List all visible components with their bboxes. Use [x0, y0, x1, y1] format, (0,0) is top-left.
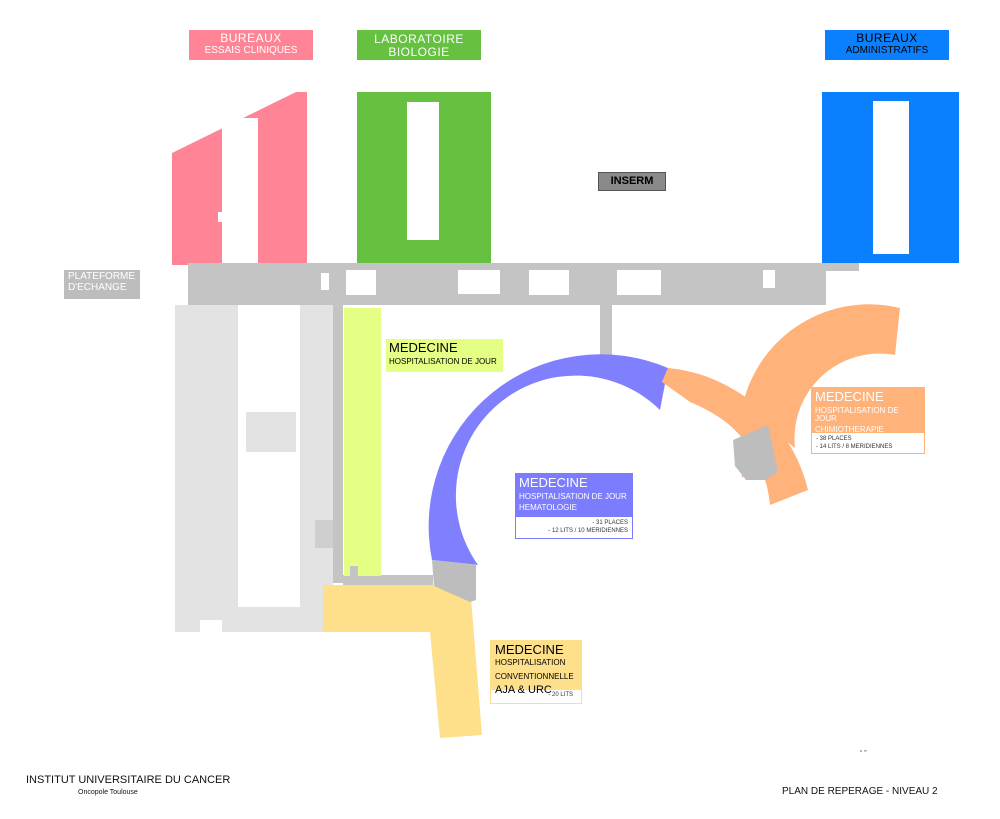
med-conv-zone	[323, 585, 482, 738]
label-info: - 31 PLACES - 12 LITS / 10 MERIDIENNES	[516, 517, 632, 535]
label-subtitle: HOSPITALISATION DE JOUR	[389, 356, 497, 366]
label-inserm[interactable]: INSERM	[598, 172, 666, 191]
label-bureaux-administratifs[interactable]: BUREAUX ADMINISTRATIFS	[825, 30, 949, 60]
label-medecine-chimiotherapie[interactable]: MEDECINE HOSPITALISATION DE JOUR CHIMIOT…	[811, 387, 925, 454]
label-specialty: CHIMIOTHERAPIE	[815, 425, 884, 435]
label-medecine-hospitalisation-jour[interactable]: MEDECINE HOSPITALISATION DE JOUR	[386, 339, 503, 372]
med-jour-zone	[344, 308, 381, 576]
quote-marks: “ ”	[860, 750, 867, 757]
label-medecine-hematologie[interactable]: MEDECINE HOSPITALISATION DE JOUR HEMATOL…	[515, 473, 633, 539]
label-title: MEDECINE	[389, 340, 458, 355]
west-wing-corridor	[333, 305, 343, 583]
administratif-courtyard	[873, 101, 909, 254]
label-band: MEDECINE HOSPITALISATION DE JOUR HEMATOL…	[516, 474, 632, 517]
plan-title: PLAN DE REPERAGE - NIVEAU 2	[782, 786, 938, 797]
label-line1: PLATEFORME	[68, 271, 136, 282]
label-subtitle: ESSAIS CLINIQUES	[204, 44, 298, 56]
label-subtitle: HOSPITALISATION DE JOUR	[519, 491, 627, 501]
institute-subtitle: Oncopole Toulouse	[78, 788, 138, 796]
laboratoire-courtyard	[407, 102, 439, 240]
label-title: BUREAUX	[856, 31, 918, 45]
label-subtitle: HOSPITALISATION DE JOUR	[815, 405, 899, 424]
label-info: - 20 LITS	[548, 692, 573, 698]
med-chimio-arc-3	[740, 304, 900, 448]
chimio-junction-block	[733, 425, 778, 480]
label-laboratoire-biologie[interactable]: LABORATOIRE BIOLOGIE	[357, 30, 481, 60]
institute-name: INSTITUT UNIVERSITAIRE DU CANCER	[26, 774, 231, 786]
label-subtitle-2: CONVENTIONNELLE	[495, 672, 574, 682]
label-specialty: AJA & URC	[495, 683, 552, 696]
footer-institute: INSTITUT UNIVERSITAIRE DU CANCER Oncopol…	[26, 774, 246, 796]
label-title: MEDECINE	[495, 642, 564, 657]
label-bureaux-essais-cliniques[interactable]: BUREAUX ESSAIS CLINIQUES	[189, 30, 313, 60]
info-places: - 31 PLACES	[592, 520, 628, 526]
label-info: - 38 PLACES - 14 LITS / 8 MERIDIENNES	[812, 433, 924, 451]
label-title: MEDECINE	[519, 475, 588, 490]
label-medecine-conventionnelle[interactable]: MEDECINE HOSPITALISATION CONVENTIONNELLE…	[490, 640, 582, 704]
label-band: MEDECINE HOSPITALISATION CONVENTIONNELLE…	[491, 641, 581, 695]
label-title: LABORATOIRE	[374, 32, 464, 46]
label-plateforme-echange[interactable]: PLATEFORME D'ECHANGE	[64, 270, 140, 299]
label-subtitle: ADMINISTRATIFS	[845, 44, 929, 56]
main-corridor	[188, 263, 826, 305]
label-subtitle-1: HOSPITALISATION	[495, 657, 566, 667]
label-subtitle: BIOLOGIE	[388, 44, 450, 59]
info-places: - 38 PLACES	[816, 436, 852, 442]
essais-cliniques-courtyard	[222, 118, 258, 263]
label-title: MEDECINE	[815, 389, 884, 404]
med-hema-zone	[428, 354, 668, 565]
label-band: MEDECINE HOSPITALISATION DE JOUR CHIMIOT…	[812, 388, 924, 435]
label-specialty: HEMATOLOGIE	[519, 503, 577, 513]
info-lits: - 12 LITS / 10 MERIDIENNES	[548, 528, 628, 535]
junction-block	[432, 560, 476, 602]
label-line2: D'ECHANGE	[68, 281, 127, 293]
label-title: BUREAUX	[220, 31, 282, 45]
info-lits: - 14 LITS / 8 MERIDIENNES	[816, 444, 893, 451]
